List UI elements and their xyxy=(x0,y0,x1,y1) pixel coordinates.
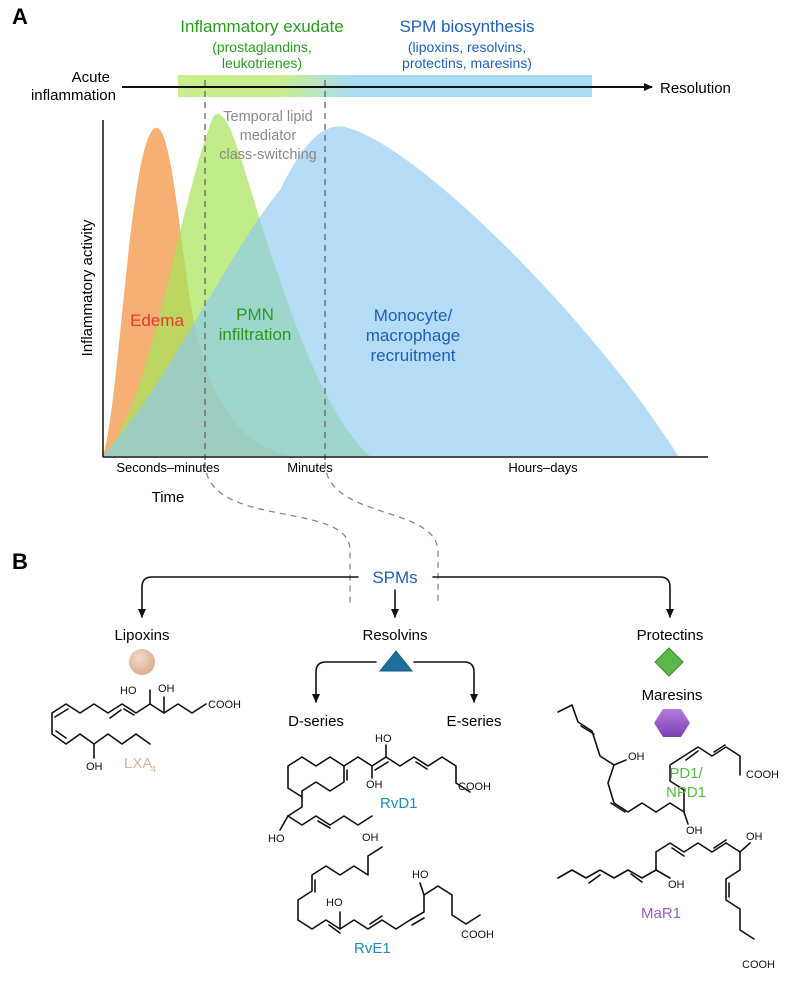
pd1-oh-1: OH xyxy=(628,751,645,763)
exudate-title: Inflammatory exudate xyxy=(180,17,343,36)
pd1-name-1: PD1/ xyxy=(669,765,703,782)
lipoxin-sphere-icon xyxy=(129,649,155,675)
class-switching-label-3: class-switching xyxy=(219,147,317,163)
rvd1-structure: HO OH HO COOH RvD1 xyxy=(268,733,491,845)
protectin-diamond-icon xyxy=(654,647,684,677)
monocyte-label-3: recruitment xyxy=(370,346,455,365)
class-switching-label-2: mediator xyxy=(240,128,297,144)
maresin-hexagon-icon xyxy=(654,709,690,737)
spm-biosynthesis-subtitle-2: protectins, maresins) xyxy=(402,55,532,71)
arrow-to-protectins xyxy=(432,576,674,618)
mar1-name: MaR1 xyxy=(641,905,681,922)
x-tick-seconds-minutes: Seconds–minutes xyxy=(116,460,220,475)
lxa4-cooh: COOH xyxy=(208,699,241,711)
rve1-ho-2: HO xyxy=(412,869,429,881)
acute-label-line1: Acute xyxy=(72,69,110,86)
rve1-oh-top: OH xyxy=(362,832,379,844)
mar1-oh-2: OH xyxy=(746,831,763,843)
arrow-to-e-series xyxy=(413,661,478,703)
rve1-name: RvE1 xyxy=(354,940,391,957)
resolution-label: Resolution xyxy=(660,80,731,97)
pmn-label-2: infiltration xyxy=(219,325,292,344)
lipoxins-label: Lipoxins xyxy=(114,627,169,644)
panel-b-label: B xyxy=(12,549,28,574)
pd1-name-2: NPD1 xyxy=(666,784,706,801)
rvd1-cooh: COOH xyxy=(458,781,491,793)
maresins-label: Maresins xyxy=(642,687,703,704)
mar1-cooh: COOH xyxy=(742,959,775,971)
resolvin-triangle-icon xyxy=(378,650,414,672)
monocyte-label-2: macrophage xyxy=(366,326,461,345)
rvd1-ho-2: HO xyxy=(268,833,285,845)
spm-biosynthesis-title: SPM biosynthesis xyxy=(399,17,534,36)
panel-a-label: A xyxy=(12,4,28,29)
lxa4-oh-1: HO xyxy=(120,685,137,697)
rvd1-name: RvD1 xyxy=(380,795,418,812)
rvd1-ho: HO xyxy=(375,733,392,745)
connector-left-dashed xyxy=(204,461,351,605)
lxa4-name: LXA xyxy=(124,755,152,772)
rve1-structure: OH HO HO COOH RvE1 xyxy=(297,832,494,957)
pd1-structure: OH OH COOH PD1/ NPD1 xyxy=(557,704,779,837)
class-switching-label-1: Temporal lipid xyxy=(223,109,312,125)
edema-label: Edema xyxy=(130,311,184,330)
monocyte-label-1: Monocyte/ xyxy=(374,306,453,325)
arrow-to-lipoxins xyxy=(138,576,359,618)
x-tick-minutes: Minutes xyxy=(287,460,333,475)
lxa4-structure: HO OH OH COOH LXA 4 xyxy=(51,683,241,774)
lxa4-oh-2: OH xyxy=(158,683,175,695)
pd1-oh-2: OH xyxy=(686,825,703,837)
mar1-structure: OH OH COOH MaR1 xyxy=(557,831,775,971)
spm-biosynthesis-subtitle-1: (lipoxins, resolvins, xyxy=(408,39,526,55)
mar1-oh-1: OH xyxy=(668,879,685,891)
d-series-label: D-series xyxy=(288,713,344,730)
protectins-label: Protectins xyxy=(637,627,704,644)
lxa4-subscript: 4 xyxy=(151,764,156,774)
y-axis-label: Inflammatory activity xyxy=(79,219,96,356)
exudate-subtitle-1: (prostaglandins, xyxy=(212,39,312,55)
connector-right-dashed xyxy=(324,461,439,605)
acute-label-line2: inflammation xyxy=(31,87,116,104)
exudate-subtitle-2: leukotrienes) xyxy=(222,55,302,71)
arrow-to-d-series xyxy=(312,661,377,703)
pmn-label-1: PMN xyxy=(236,305,274,324)
pd1-cooh: COOH xyxy=(746,769,779,781)
rve1-cooh: COOH xyxy=(461,929,494,941)
x-axis-label: Time xyxy=(152,489,185,506)
resolvins-label: Resolvins xyxy=(362,627,427,644)
e-series-label: E-series xyxy=(446,713,501,730)
monocyte-recruitment-curve xyxy=(103,126,678,457)
rve1-ho: HO xyxy=(326,897,343,909)
lxa4-oh-3: OH xyxy=(86,761,103,773)
rvd1-oh: OH xyxy=(366,779,383,791)
x-tick-hours-days: Hours–days xyxy=(508,460,578,475)
spms-label: SPMs xyxy=(372,568,417,587)
